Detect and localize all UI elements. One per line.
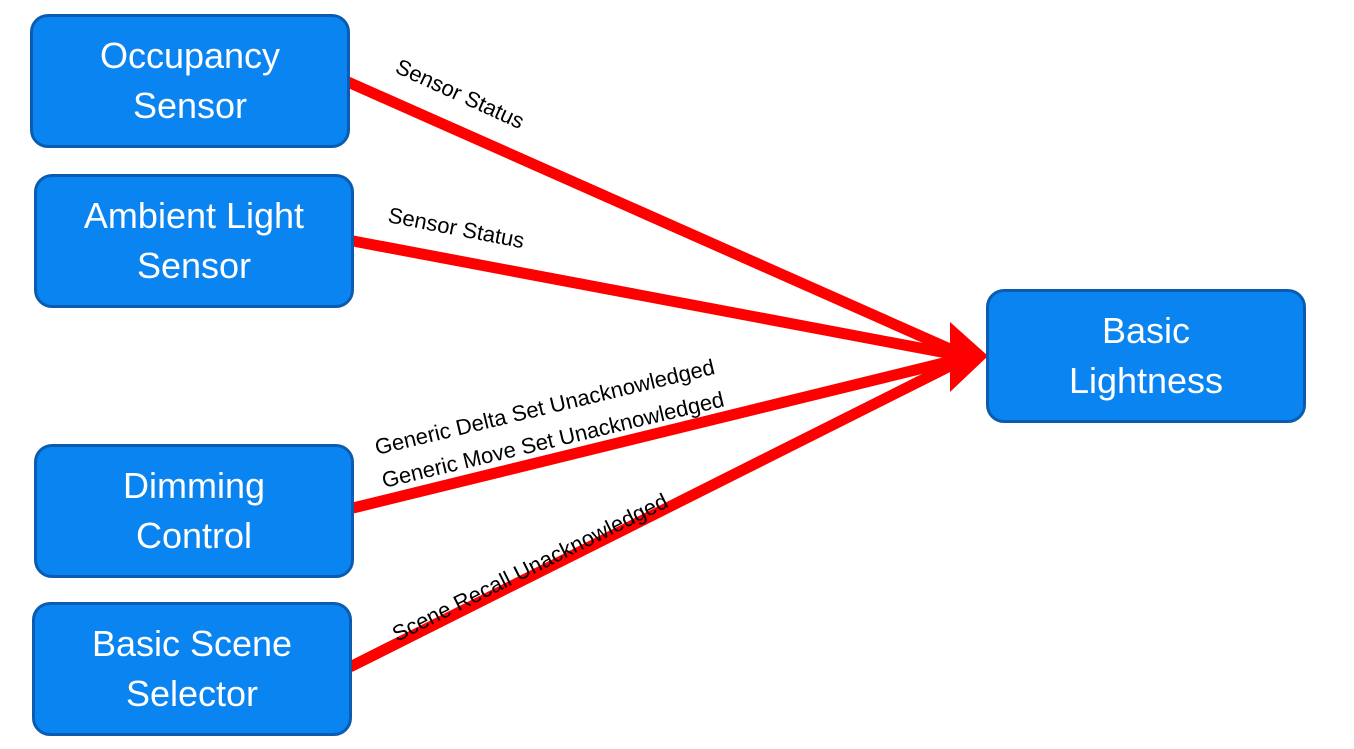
node-dimming-control: Dimming Control bbox=[34, 444, 354, 578]
arrowhead-icon bbox=[950, 322, 988, 392]
node-label-line1: Dimming bbox=[122, 465, 265, 506]
node-basic-scene-selector: Basic Scene Selector bbox=[32, 602, 352, 736]
edge-dimming-to-lightness bbox=[351, 351, 970, 514]
node-label-line2: Sensor bbox=[136, 245, 252, 286]
edge-label-occupancy: Sensor Status bbox=[392, 54, 528, 134]
node-basic-lightness: Basic Lightness bbox=[986, 289, 1306, 423]
node-occupancy-sensor: Occupancy Sensor bbox=[30, 14, 350, 148]
node-label-line1: Occupancy bbox=[99, 35, 281, 76]
node-ambient-light-sensor: Ambient Light Sensor bbox=[34, 174, 354, 308]
node-label-line2: Lightness bbox=[1068, 360, 1224, 401]
edge-label-scene: Scene Recall Unacknowledged bbox=[388, 488, 672, 646]
edge-scene-to-lightness bbox=[347, 352, 971, 672]
node-label-line1: Ambient Light bbox=[83, 195, 305, 236]
node-label-line2: Selector bbox=[125, 673, 259, 714]
edge-ambient-to-lightness bbox=[351, 235, 970, 363]
node-label-line1: Basic bbox=[1101, 310, 1191, 351]
node-label-line2: Control bbox=[135, 515, 253, 556]
node-label-line2: Sensor bbox=[132, 85, 248, 126]
node-label-line1: Basic Scene bbox=[91, 623, 293, 664]
edge-occupancy-to-lightness bbox=[345, 76, 971, 363]
